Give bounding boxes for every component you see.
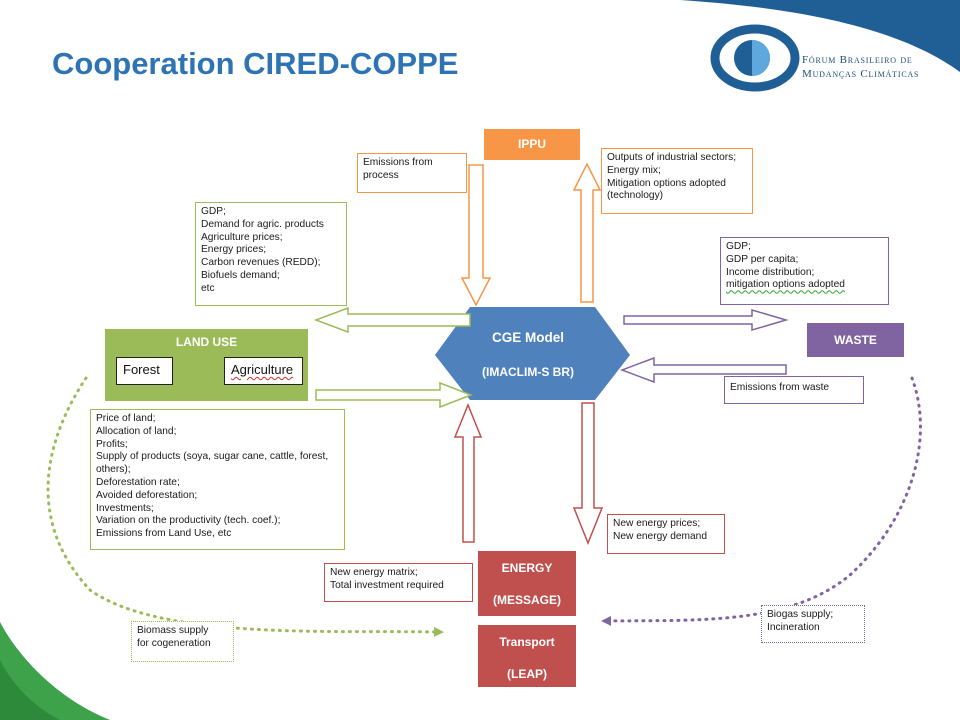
transport-label: Transport: [499, 635, 555, 649]
corner-swoosh-bottom: [0, 622, 110, 720]
cge-landuse-line-6: Biofuels demand;: [201, 269, 280, 281]
arrow-cge-to-ippu: [572, 162, 602, 303]
cge-landuse-line-3: Agriculture prices;: [201, 231, 283, 243]
biogas-line-1: Biogas supply;: [767, 609, 834, 620]
brand-line-2: Mudanças Climáticas: [802, 68, 920, 80]
cge-to-waste-box: GDP; GDP per capita; Income distribution…: [720, 237, 889, 305]
arrow-waste-to-cge: [619, 356, 787, 384]
brand-line-1: Fórum Brasileiro de: [802, 54, 913, 66]
new-energy-prices-line-1: New energy prices;: [613, 518, 701, 529]
forum-logo-eye-icon: [710, 24, 800, 92]
landuse-cge-line-4: Supply of products (soya, sugar cane, ca…: [96, 451, 329, 463]
new-energy-matrix-line-1: New energy matrix;: [330, 567, 418, 578]
cge-title: CGE Model: [492, 330, 565, 345]
ippu-node: IPPU: [484, 129, 580, 160]
cge-landuse-line-4: Energy prices;: [201, 244, 267, 256]
emissions-waste-box: Emissions from waste: [724, 376, 864, 404]
arrow-energy-to-cge: [453, 403, 483, 543]
cge-waste-line-1: GDP;: [726, 241, 751, 252]
energy-node: ENERGY (MESSAGE): [478, 551, 576, 616]
transport-sub: (LEAP): [507, 667, 547, 681]
waste-label: WASTE: [834, 333, 877, 347]
corner-swoosh-top: [680, 0, 960, 72]
ippu-outputs-line-4: (technology): [607, 190, 664, 202]
forest-box: Forest: [116, 357, 173, 385]
cge-landuse-line-7: etc: [201, 282, 215, 294]
cge-waste-line-3: Income distribution;: [726, 266, 815, 278]
waste-node: WASTE: [807, 323, 904, 357]
cge-to-landuse-box: GDP; Demand for agric. products Agricult…: [195, 202, 347, 306]
cge-landuse-line-1: GDP;: [201, 206, 226, 217]
new-energy-matrix-line-2: Total investment required: [330, 579, 444, 591]
land-use-label: LAND USE: [175, 335, 238, 349]
landuse-cge-line-7: Avoided deforestation;: [96, 489, 198, 501]
arrow-cge-to-energy: [572, 402, 604, 546]
landuse-cge-line-2: Allocation of land;: [96, 425, 177, 437]
landuse-cge-line-5: others);: [96, 464, 131, 476]
emissions-process-box: Emissions from process: [357, 153, 467, 193]
landuse-cge-line-3: Profits;: [96, 438, 128, 450]
new-energy-prices-line-2: New energy demand: [613, 530, 708, 542]
new-energy-matrix-box: New energy matrix; Total investment requ…: [324, 563, 473, 602]
energy-label: ENERGY: [501, 561, 553, 575]
agriculture-box: Agriculture: [224, 357, 303, 385]
arrow-cge-to-waste: [623, 308, 789, 332]
brand-name: Fórum Brasileiro de Mudanças Climáticas: [802, 53, 919, 81]
landuse-cge-line-1: Price of land;: [96, 413, 156, 424]
ippu-outputs-line-2: Energy mix;: [607, 164, 661, 176]
ippu-outputs-line-1: Outputs of industrial sectors;: [607, 152, 737, 163]
arrow-ippu-to-cge: [460, 164, 492, 307]
emissions-waste-line-1: Emissions from waste: [730, 382, 830, 393]
emissions-process-line-2: process: [363, 169, 399, 181]
cge-waste-line-2: GDP per capita;: [726, 253, 799, 265]
dotted-biomass-curve: [46, 376, 444, 637]
emissions-process-line-1: Emissions from: [363, 157, 433, 168]
biomass-line-1: Biomass supply: [137, 625, 209, 636]
landuse-cge-line-10: Emissions from Land Use, etc: [96, 528, 232, 540]
ippu-outputs-box: Outputs of industrial sectors; Energy mi…: [601, 148, 753, 214]
biomass-line-2: for cogeneration: [137, 637, 211, 649]
ippu-label: IPPU: [517, 137, 546, 151]
biogas-box: Biogas supply; Incineration: [761, 605, 865, 643]
cge-landuse-line-2: Demand for agric. products: [201, 218, 324, 230]
cge-landuse-line-5: Carbon revenues (REDD);: [201, 257, 321, 269]
energy-sub: (MESSAGE): [492, 593, 561, 607]
slide-title: Cooperation CIRED-COPPE: [52, 46, 459, 81]
dotted-biogas-curve: [601, 376, 922, 626]
forest-label: Forest: [123, 362, 160, 377]
landuse-cge-line-8: Investments;: [96, 502, 154, 514]
biogas-line-2: Incineration: [767, 621, 820, 633]
cge-waste-line-4: mitigation options adopted: [726, 279, 845, 291]
landuse-cge-line-6: Deforestation rate;: [96, 476, 180, 488]
landuse-cge-line-9: Variation on the productivity (tech. coe…: [96, 515, 281, 527]
biomass-box: Biomass supply for cogeneration: [131, 621, 234, 662]
cge-hexagon: [435, 307, 630, 400]
landuse-to-cge-box: Price of land; Allocation of land; Profi…: [90, 409, 345, 550]
ippu-outputs-line-3: Mitigation options adopted: [607, 177, 726, 189]
arrow-cge-to-landuse: [313, 306, 471, 334]
transport-node: Transport (LEAP): [478, 625, 576, 687]
agriculture-label: Agriculture: [231, 362, 294, 377]
new-energy-prices-box: New energy prices; New energy demand: [607, 514, 725, 554]
arrow-landuse-to-cge: [315, 381, 474, 409]
cge-subtitle: (IMACLIM-S BR): [482, 365, 574, 379]
